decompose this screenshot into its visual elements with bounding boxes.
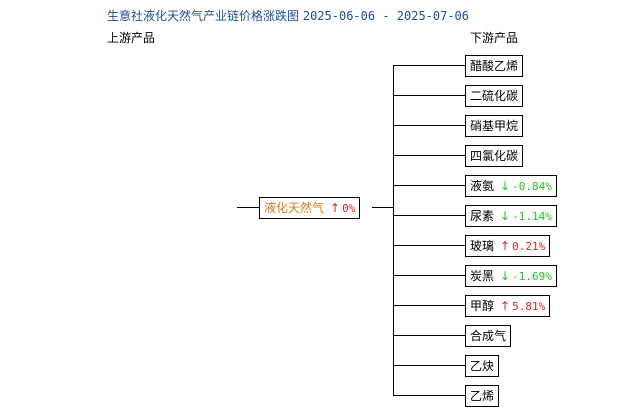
- upstream-header: 上游产品: [107, 31, 156, 45]
- branch-line: [393, 395, 465, 396]
- downstream-node[interactable]: 液氨 ↓-0.84%: [465, 175, 557, 197]
- downstream-node[interactable]: 乙炔: [465, 355, 500, 377]
- downstream-node-change: 0.21%: [512, 240, 546, 253]
- chart-title: 生意社液化天然气产业链价格涨跌图 2025-06-06 - 2025-07-06: [107, 7, 469, 24]
- downstream-node-change: -1.69%: [512, 270, 552, 283]
- center-up-arrow-icon: ↑: [330, 201, 341, 215]
- branch-line: [393, 365, 465, 366]
- downstream-node-name: 硝基甲烷: [470, 119, 519, 133]
- title-text: 生意社液化天然气产业链价格涨跌图: [107, 9, 300, 23]
- center-left-line: [237, 207, 259, 208]
- downstream-node-name: 二硫化碳: [470, 89, 519, 103]
- downstream-node-name: 甲醇: [470, 299, 495, 313]
- branch-line: [393, 245, 465, 246]
- downstream-node-name: 炭黑: [470, 269, 495, 283]
- branch-line: [393, 335, 465, 336]
- downstream-node[interactable]: 二硫化碳: [465, 85, 524, 107]
- branch-line: [393, 305, 465, 306]
- downstream-header: 下游产品: [470, 31, 519, 45]
- center-node-name: 液化天然气: [264, 201, 325, 215]
- downstream-node-name: 四氯化碳: [470, 149, 519, 163]
- downstream-node-name: 合成气: [470, 329, 507, 343]
- down-arrow-icon: ↓: [500, 209, 511, 223]
- downstream-node-name: 液氨: [470, 179, 495, 193]
- branch-line: [393, 95, 465, 96]
- downstream-node[interactable]: 炭黑 ↓-1.69%: [465, 265, 557, 287]
- branch-line: [393, 125, 465, 126]
- downstream-node-name: 醋酸乙烯: [470, 59, 519, 73]
- downstream-node[interactable]: 硝基甲烷: [465, 115, 524, 137]
- downstream-node[interactable]: 合成气: [465, 325, 512, 347]
- downstream-node-name: 玻璃: [470, 239, 495, 253]
- downstream-node[interactable]: 甲醇 ↑5.81%: [465, 295, 551, 317]
- title-dates: 2025-06-06 - 2025-07-06: [302, 9, 470, 23]
- up-arrow-icon: ↑: [500, 299, 511, 313]
- center-right-line: [372, 207, 393, 208]
- downstream-node-name: 乙烯: [470, 389, 495, 403]
- downstream-node[interactable]: 尿素 ↓-1.14%: [465, 205, 557, 227]
- branch-line: [393, 65, 465, 66]
- downstream-node-name: 乙炔: [470, 359, 495, 373]
- downstream-node-name: 尿素: [470, 209, 495, 223]
- branch-line: [393, 155, 465, 156]
- downstream-node[interactable]: 醋酸乙烯: [465, 55, 524, 77]
- branch-line: [393, 215, 465, 216]
- down-arrow-icon: ↓: [500, 269, 511, 283]
- center-node[interactable]: 液化天然气 ↑0%: [259, 197, 361, 219]
- down-arrow-icon: ↓: [500, 179, 511, 193]
- downstream-node[interactable]: 玻璃 ↑0.21%: [465, 235, 551, 257]
- branch-line: [393, 275, 465, 276]
- downstream-node-change: -1.14%: [512, 210, 552, 223]
- center-node-change: 0%: [342, 202, 356, 215]
- downstream-node[interactable]: 乙烯: [465, 385, 500, 407]
- branch-line: [393, 185, 465, 186]
- downstream-node[interactable]: 四氯化碳: [465, 145, 524, 167]
- downstream-trunk-line: [393, 65, 394, 395]
- downstream-node-change: -0.84%: [512, 180, 552, 193]
- downstream-node-change: 5.81%: [512, 300, 546, 313]
- up-arrow-icon: ↑: [500, 239, 511, 253]
